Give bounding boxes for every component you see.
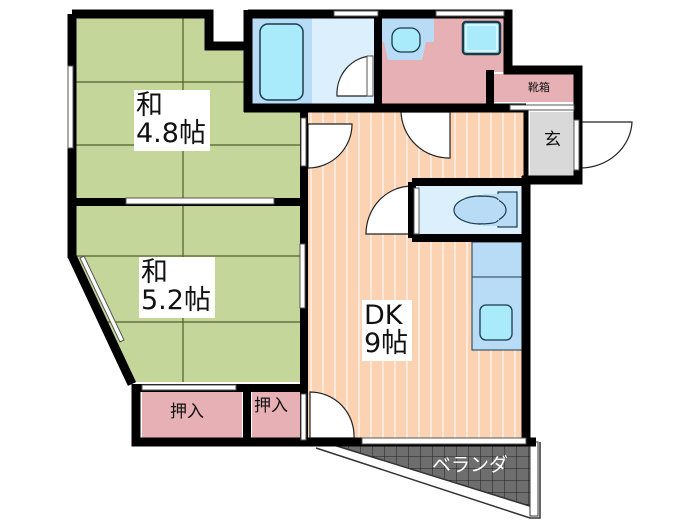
washroom-door-icon [400,111,451,159]
room-type: 和 [141,257,168,288]
room-size: 5.2帖 [141,285,211,317]
genkan-label: 玄 [544,130,561,150]
room-label-dk: DK 9帖 [362,300,413,361]
room-size: 4.8帖 [136,118,206,150]
closet-small-label: 押入 [254,396,288,416]
bathtub-icon [259,23,304,101]
room-type: DK [364,300,403,331]
closet-large-label: 押入 [170,402,204,422]
washbasin-icon [391,27,421,53]
toilet-door-icon [365,185,413,235]
closet-small [252,392,300,438]
kitchen-counter [471,241,523,351]
dk-floor [306,112,526,440]
door-swings [307,55,633,439]
kitchen-sink-icon [479,304,513,341]
genkan [530,112,578,176]
room-type: 和 [136,90,163,121]
bath-door-icon [336,55,373,97]
room1-door-icon [307,123,353,169]
room-label-washitsu-1: 和 4.8帖 [134,90,210,151]
room-label-washitsu-2: 和 5.2帖 [139,257,215,318]
washroom [382,18,505,104]
shoe-box-label: 靴箱 [528,81,550,94]
windows [67,10,580,445]
entrance-door-icon [579,121,633,169]
veranda [315,441,541,519]
room-size: 9帖 [364,328,409,360]
veranda-label: ベランダ [432,454,509,476]
closet-large [142,392,242,438]
toilet-room [418,186,522,234]
shoe-box [494,74,574,102]
